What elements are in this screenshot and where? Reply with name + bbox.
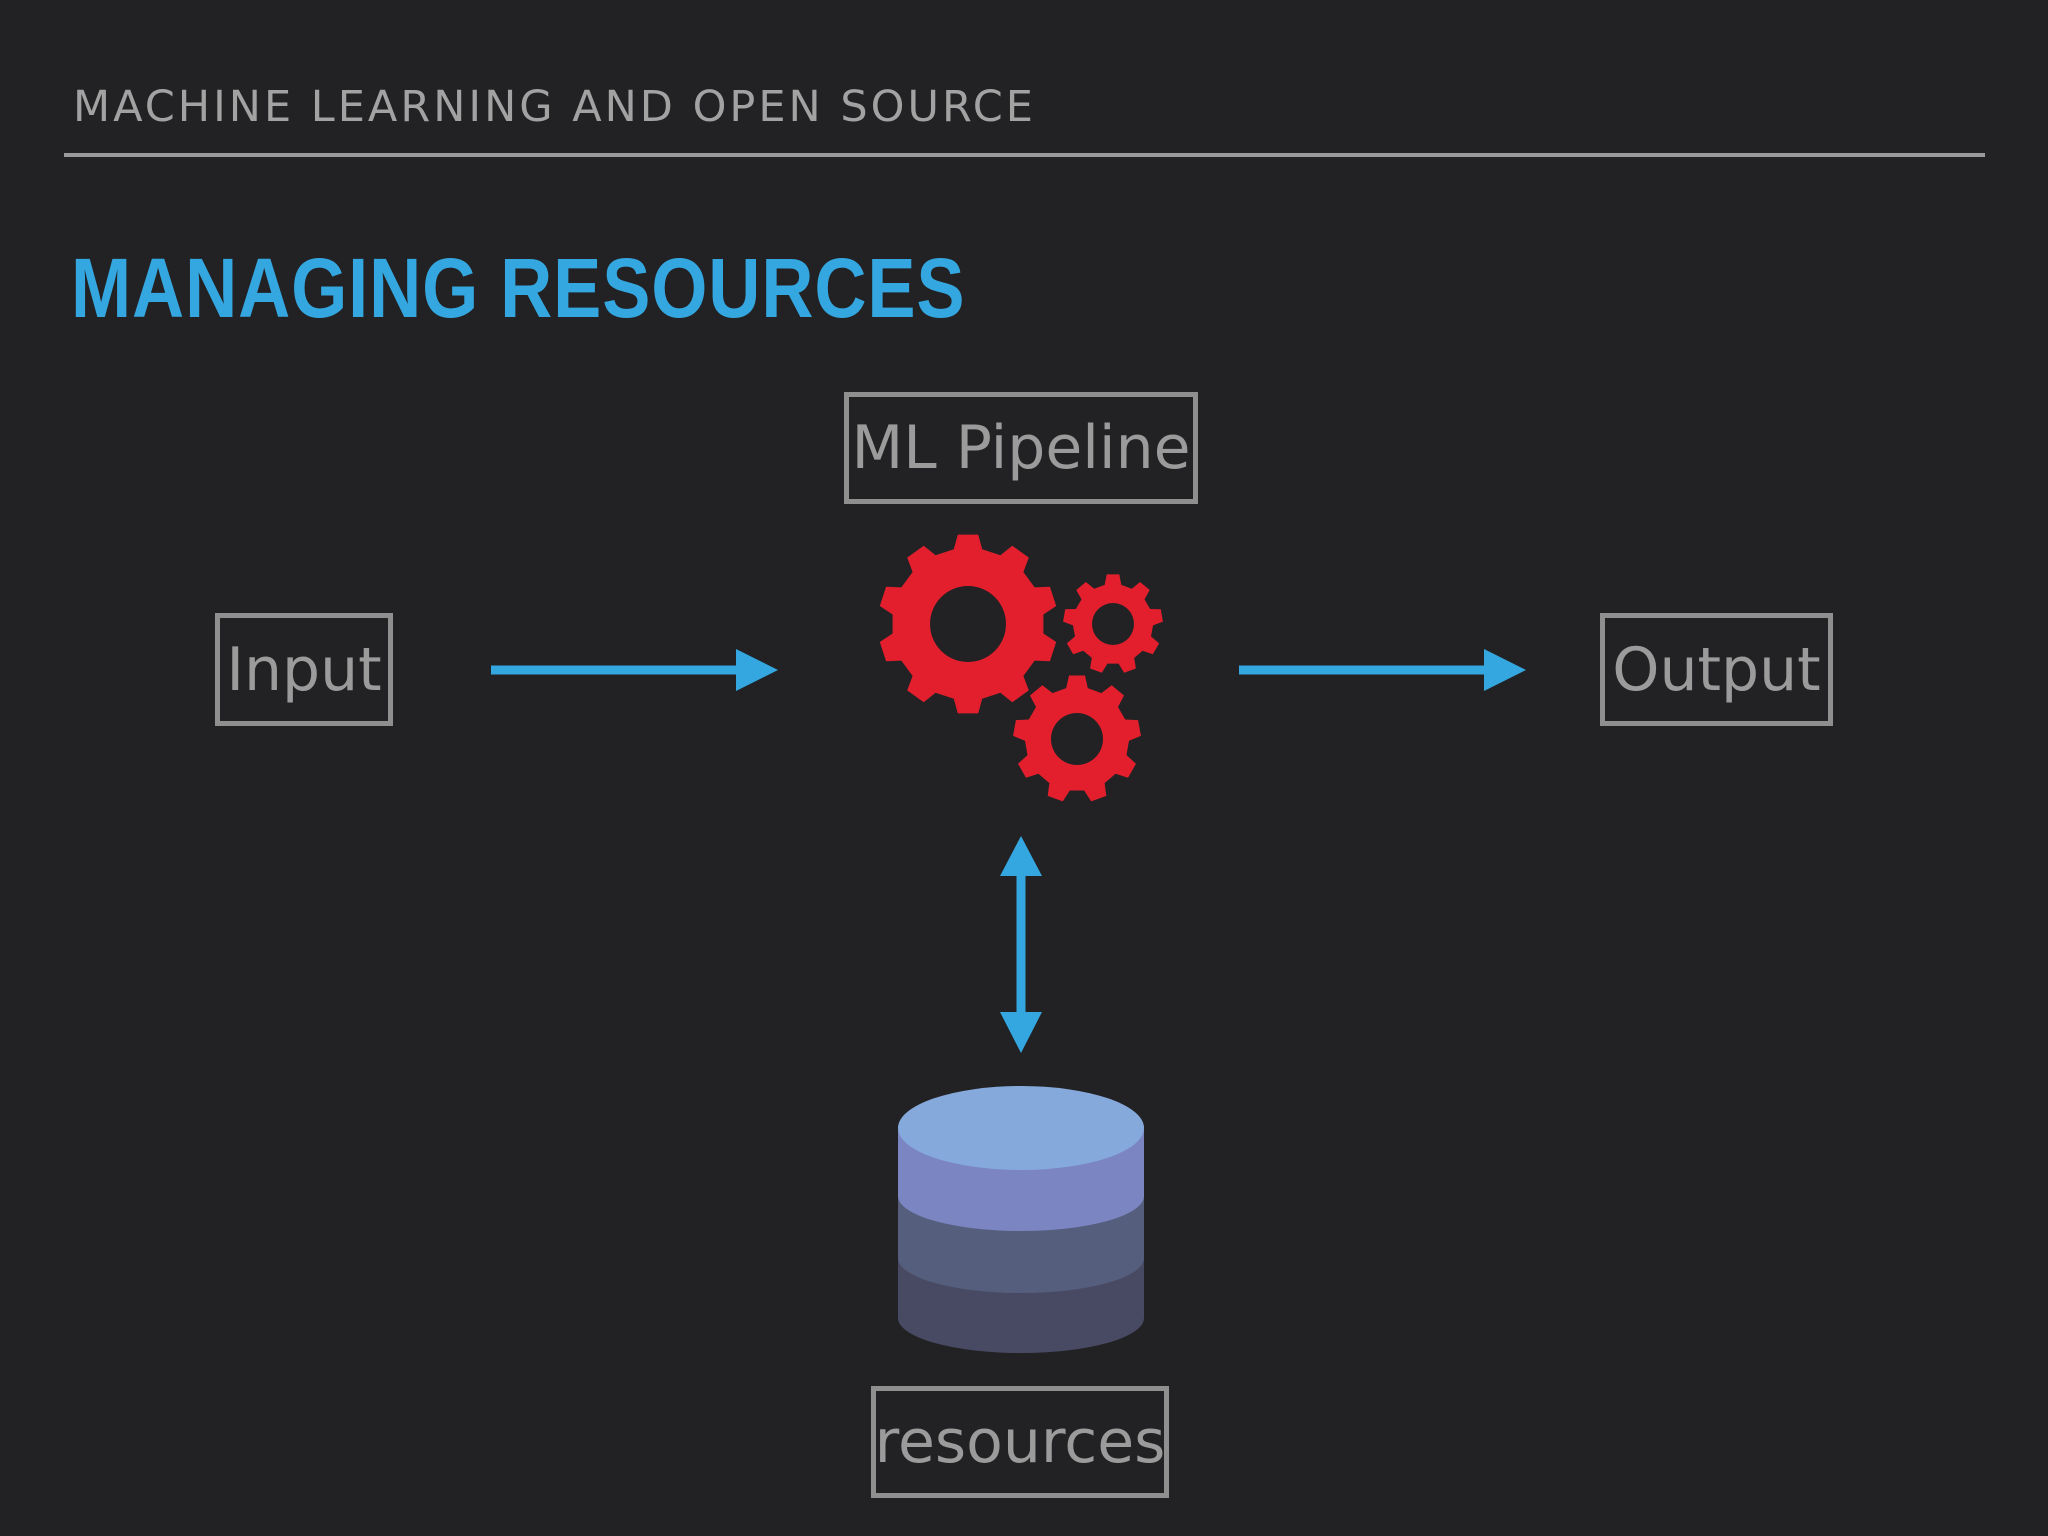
gear-large-icon: [879, 534, 1057, 714]
gear-small-icon: [1063, 574, 1163, 673]
gear-large-hole: [930, 586, 1006, 662]
gear-medium-hole: [1051, 713, 1103, 765]
database-top: [898, 1086, 1144, 1170]
resources-node: resources: [871, 1386, 1169, 1498]
pipeline-to-output-arrowhead: [1484, 649, 1526, 691]
input-to-pipeline-arrowhead: [736, 649, 778, 691]
output-node: Output: [1600, 613, 1833, 726]
database-icon: [898, 1086, 1144, 1353]
pipeline-resources-arrowhead-up: [1000, 836, 1042, 876]
header-divider: [64, 153, 1985, 157]
slide-title: MANAGING RESOURCES: [71, 241, 966, 335]
gear-medium-icon: [1013, 675, 1141, 802]
input-node: Input: [215, 613, 393, 726]
gear-small-hole: [1092, 603, 1134, 645]
diagram-arrows: [491, 649, 1526, 1053]
presentation-subtitle: MACHINE LEARNING AND OPEN SOURCE: [73, 82, 1036, 132]
ml-pipeline-node: ML Pipeline: [844, 392, 1198, 504]
gears-icon: [879, 534, 1163, 802]
pipeline-resources-arrowhead-down: [1000, 1012, 1042, 1053]
